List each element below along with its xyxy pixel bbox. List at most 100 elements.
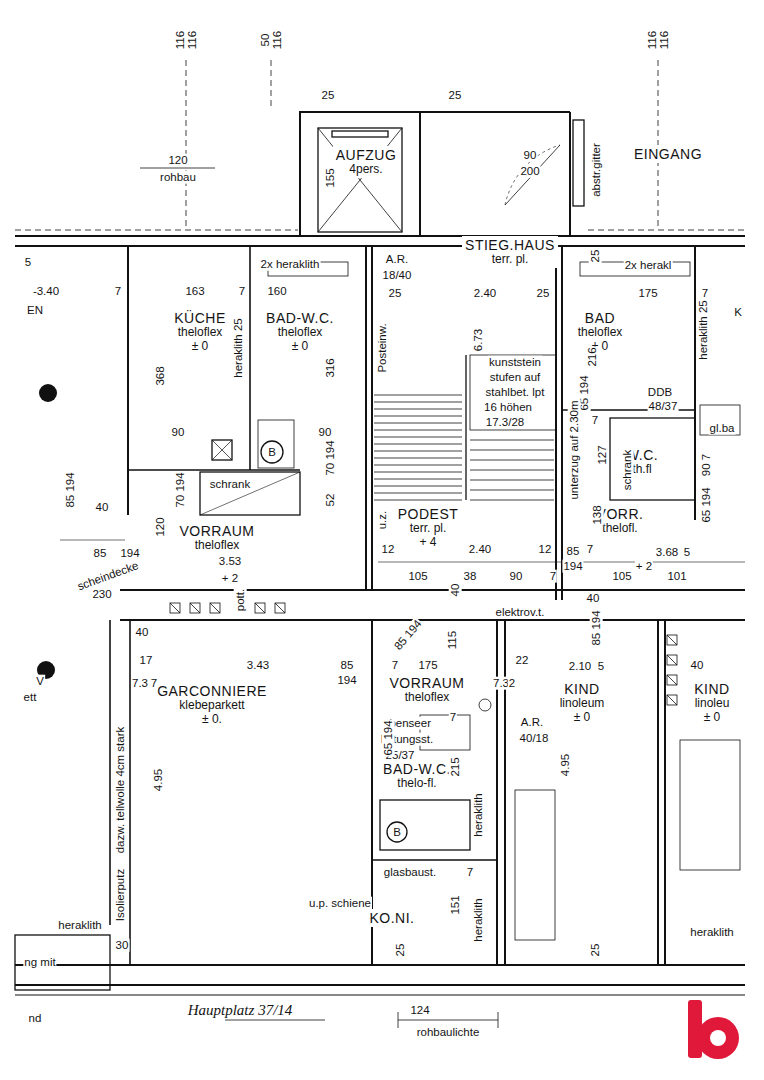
dimension-label: 65 194 <box>700 486 713 523</box>
dimension-label: 65 194 <box>382 719 395 756</box>
dimension-label: 6.73 <box>472 328 485 352</box>
dimension-label: 7 <box>449 711 457 724</box>
room-name: EINGANG <box>634 146 702 162</box>
dimension-label: A.R. <box>385 253 409 266</box>
dimension-label: 200 <box>519 165 540 178</box>
room-label: KINDlinoleum± 0 <box>557 680 608 726</box>
dimension-label: 40 <box>690 659 705 672</box>
dimension-label: DDB <box>647 386 673 399</box>
dimension-label: 7 <box>150 677 158 690</box>
dimension-label: ett <box>23 691 38 704</box>
dimension-label: 25 <box>321 89 336 102</box>
dimension-label: 85 194 <box>590 609 603 646</box>
dimension-label: schrank <box>621 449 634 491</box>
dimension-label: 85 <box>566 545 581 558</box>
dimension-label: 40 <box>449 583 462 598</box>
dimension-label: 116 <box>271 30 284 50</box>
dimension-label: 116 <box>646 30 659 50</box>
dimension-label: 175 <box>417 659 438 672</box>
room-name: BAD-W.C. <box>266 310 334 326</box>
room-label: VORRAUMtheloflex <box>386 674 467 706</box>
dimension-label: 7 <box>591 414 599 427</box>
dimension-label: 194 <box>336 674 357 687</box>
dimension-label: rohbau <box>159 171 197 184</box>
dimension-label: unterzug auf 2.30m <box>568 399 581 500</box>
room-name: KO.NI. <box>369 910 414 926</box>
dimension-label: 368 <box>154 365 167 386</box>
dimension-label: 2.40 <box>468 543 492 556</box>
dimension-label: 316 <box>324 357 337 378</box>
dimension-label: B <box>392 826 402 839</box>
dimension-label: 3.53 <box>218 555 242 568</box>
dimension-label: 38 <box>463 570 478 583</box>
dimension-label: 4.95 <box>559 753 572 777</box>
dimension-label: nd <box>28 1012 43 1025</box>
dimension-label: 90 <box>318 426 333 439</box>
room-label: KINDlinoleu± 0 <box>691 680 732 726</box>
room-name: VORRAUM <box>179 523 254 539</box>
dimension-label: 85 194 <box>64 471 77 508</box>
dimension-label: 40 <box>135 626 150 639</box>
room-detail: ± 0 <box>694 711 729 725</box>
room-name: BAD-W.C. <box>383 761 451 777</box>
dimension-label: 124 <box>409 1004 430 1017</box>
dimension-label: 5 <box>683 546 691 559</box>
dimension-label: 17.3/28 <box>485 416 525 429</box>
dimension-label: 12 <box>538 543 553 556</box>
room-detail: theloflex <box>266 326 334 340</box>
room-label: AUFZUG4pers. <box>333 146 400 178</box>
dimension-label: 120 <box>167 154 188 167</box>
dimension-label: 30 <box>115 939 130 952</box>
room-label: BADtheloflex± 0 <box>575 309 626 355</box>
dimension-label: 138 <box>591 504 604 525</box>
dimension-label: ng mit <box>23 956 56 969</box>
dimension-label: 120 <box>154 516 167 537</box>
dimension-label: gl.ba <box>709 422 736 435</box>
dimension-label: u.p. schiene <box>308 897 372 910</box>
room-detail: thelo-fl. <box>383 777 451 791</box>
dimension-label: 101 <box>666 570 687 583</box>
dimension-label: 151 <box>449 894 462 915</box>
dimension-label: rohbaulichte <box>416 1026 481 1039</box>
room-name: VORRAUM <box>389 675 464 691</box>
dimension-label: 85 194 <box>391 617 425 654</box>
dimension-label: 7 <box>549 570 557 583</box>
dimension-label: u.z. <box>376 510 389 531</box>
dimension-label: dazw. tellwolle 4cm stark <box>114 726 127 855</box>
room-detail: ± 0 <box>578 340 623 354</box>
dimension-label: B <box>267 446 277 459</box>
dimension-label: -3.40 <box>32 285 60 298</box>
dimension-label: 163 <box>184 285 205 298</box>
dimension-label: EN <box>26 304 44 317</box>
dimension-label: 25 <box>448 89 463 102</box>
room-label: BAD-W.C.thelo-fl. <box>380 760 454 792</box>
dimension-label: 85 <box>340 659 355 672</box>
room-detail: thelofl. <box>597 522 644 536</box>
dimension-label: 2x heraklith <box>260 258 321 271</box>
dimension-label: 48/37 <box>648 400 679 413</box>
dimension-label: K <box>733 306 743 319</box>
dimension-label: + 2 <box>221 572 239 585</box>
dimension-label: 175 <box>637 287 658 300</box>
dimension-label: 25 <box>388 287 403 300</box>
dimension-label: kunststein <box>488 356 542 369</box>
dimension-label: 50 <box>259 33 272 48</box>
dimension-label: heraklith 25 <box>232 317 245 378</box>
dimension-label: 2x herakl <box>624 259 673 272</box>
dimension-label: 5 <box>597 660 605 673</box>
room-label: GARCONNIEREklebeparkett± 0. <box>154 682 270 728</box>
dimension-label: 216 <box>586 346 599 367</box>
dimension-label: 25 <box>536 287 551 300</box>
dimension-label: V <box>35 675 45 688</box>
dimension-label: pott. <box>234 588 247 612</box>
dimension-label: 127 <box>596 444 609 465</box>
room-detail: ± 0 <box>174 340 226 354</box>
room-detail: ± 0. <box>157 713 267 727</box>
dimension-label: Isolierputz <box>114 868 127 922</box>
dimension-label: 90 <box>509 570 524 583</box>
dimension-label: 52 <box>324 493 337 508</box>
dimension-label: 17 <box>139 654 154 667</box>
dimension-label: 7 <box>586 543 594 556</box>
room-name: GARCONNIERE <box>157 683 267 699</box>
